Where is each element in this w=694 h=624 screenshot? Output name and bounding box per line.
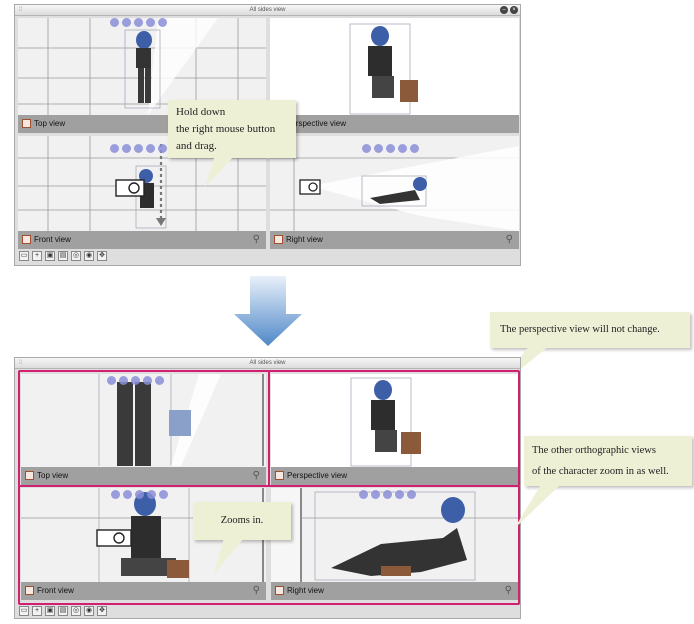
view-cube-icon[interactable] [274, 235, 283, 244]
magnifier-icon[interactable]: ⚲ [252, 234, 260, 245]
grip-icon[interactable]: ⁞⁞ [19, 7, 23, 13]
layout-icon[interactable]: ▭ [19, 606, 29, 616]
sphere-icon[interactable]: ◎ [71, 251, 81, 261]
perspective-view-footer: Perspective view [271, 467, 518, 485]
magnifier-icon[interactable]: ⚲ [252, 585, 260, 596]
top-view-footer: Top view ⚲ [21, 467, 266, 485]
top-view-grid [18, 18, 266, 115]
camera-icon [299, 179, 321, 195]
right-view-footer: Right view ⚲ [270, 231, 519, 249]
drag-callout-line3: and drag. [176, 140, 217, 152]
magnifier-icon[interactable]: ⚲ [505, 234, 513, 245]
camera-tool-icon[interactable]: ▣ [45, 606, 55, 616]
highlight-top-view [18, 370, 270, 487]
highlight-perspective-view [268, 370, 520, 487]
close-icon[interactable]: × [510, 6, 518, 14]
camera-icon [96, 529, 132, 547]
ortho-callout: The other orthographic views of the char… [524, 436, 692, 486]
ortho-callout-line2: of the character zoom in as well. [532, 466, 669, 477]
front-view-label: Front view [37, 586, 74, 595]
grid-icon[interactable]: + [32, 606, 42, 616]
right-view-grid [270, 136, 519, 231]
perspective-view-label: Perspective view [287, 471, 348, 480]
sphere-icon[interactable]: ◎ [71, 606, 81, 616]
drag-callout-pointer [205, 155, 235, 187]
window-title: All sides view [249, 360, 286, 366]
handle-icons[interactable] [107, 376, 164, 385]
perspective-view-pane[interactable]: Perspective view [271, 374, 518, 485]
right-view-pane[interactable]: Right view ⚲ [270, 136, 519, 249]
front-view-footer: Front view ⚲ [18, 231, 266, 249]
drag-callout-line1: Hold down [176, 106, 226, 118]
handle-icons[interactable] [359, 490, 416, 499]
top-view-label: Top view [34, 119, 66, 128]
right-view-label: Right view [287, 586, 324, 595]
arrow-down-icon [156, 144, 166, 226]
ortho-callout-line1: The other orthographic views [532, 445, 656, 456]
handle-icons[interactable] [111, 490, 168, 499]
all-sides-view-window-top: ⁞⁞ All sides view – × Top view [14, 4, 521, 266]
right-view-label: Right view [286, 235, 323, 244]
handle-icons[interactable] [110, 18, 167, 27]
layout-icon[interactable]: ▭ [19, 251, 29, 261]
magnifier-icon[interactable]: ⚲ [504, 585, 512, 596]
perspective-view-label: Perspective view [286, 119, 347, 128]
figure-icon[interactable]: ▤ [58, 606, 68, 616]
perspective-view-pane[interactable]: Perspective view [270, 18, 519, 133]
perspective-figure [350, 377, 421, 467]
front-view-label: Front view [34, 235, 71, 244]
grid-icon[interactable]: + [32, 251, 42, 261]
view-cube-icon[interactable] [25, 471, 34, 480]
minimize-icon[interactable]: – [500, 6, 508, 14]
top-view-zoomed [98, 374, 264, 466]
front-view-footer: Front view ⚲ [21, 582, 266, 600]
perspective-view-footer: Perspective view [270, 115, 519, 133]
front-view-pane[interactable]: Front view ⚲ [18, 136, 266, 249]
camera-tool-icon[interactable]: ▣ [45, 251, 55, 261]
view-cube-icon[interactable] [22, 235, 31, 244]
move-icon[interactable]: ✥ [97, 606, 107, 616]
camera-rotate-icon[interactable]: ◉ [84, 606, 94, 616]
view-cube-icon[interactable] [22, 119, 31, 128]
all-sides-view-window-bottom: ⁞⁞ All sides view Top view ⚲ [14, 357, 521, 619]
bottom-toolbar: ▭ + ▣ ▤ ◎ ◉ ✥ [19, 251, 107, 261]
drag-callout-line2: the right mouse button [176, 123, 276, 135]
handle-icons[interactable] [110, 144, 167, 153]
zoom-callout-text: Zooms in. [220, 515, 264, 526]
move-icon[interactable]: ✥ [97, 251, 107, 261]
titlebar[interactable]: ⁞⁞ All sides view – × [15, 5, 520, 16]
drag-callout: Hold down the right mouse button and dra… [168, 100, 296, 158]
arrow-down-icon [234, 276, 302, 346]
highlight-lower-views [18, 485, 520, 605]
figure-icon[interactable]: ▤ [58, 251, 68, 261]
bottom-toolbar: ▭ + ▣ ▤ ◎ ◉ ✥ [19, 606, 107, 616]
view-cube-icon[interactable] [275, 586, 284, 595]
top-view-label: Top view [37, 471, 69, 480]
perspective-callout-text: The perspective view will not change. [500, 324, 660, 335]
zoom-callout: Zooms in. [193, 502, 291, 540]
right-view-footer: Right view ⚲ [271, 582, 518, 600]
zoom-callout-pointer [214, 538, 244, 574]
camera-rotate-icon[interactable]: ◉ [84, 251, 94, 261]
front-view-grid [18, 136, 266, 231]
top-view-pane[interactable]: Top view ⚲ [21, 374, 266, 485]
ortho-callout-pointer [514, 483, 562, 529]
view-cube-icon[interactable] [25, 586, 34, 595]
perspective-figure [349, 23, 418, 115]
titlebar[interactable]: ⁞⁞ All sides view [15, 358, 520, 369]
perspective-callout: The perspective view will not change. [490, 312, 690, 348]
window-title: All sides view [249, 7, 286, 13]
handle-icons[interactable] [362, 144, 419, 153]
magnifier-icon[interactable]: ⚲ [252, 470, 260, 481]
view-cube-icon[interactable] [275, 471, 284, 480]
camera-icon [115, 179, 145, 197]
character-head [136, 31, 152, 49]
grip-icon[interactable]: ⁞⁞ [19, 360, 23, 366]
